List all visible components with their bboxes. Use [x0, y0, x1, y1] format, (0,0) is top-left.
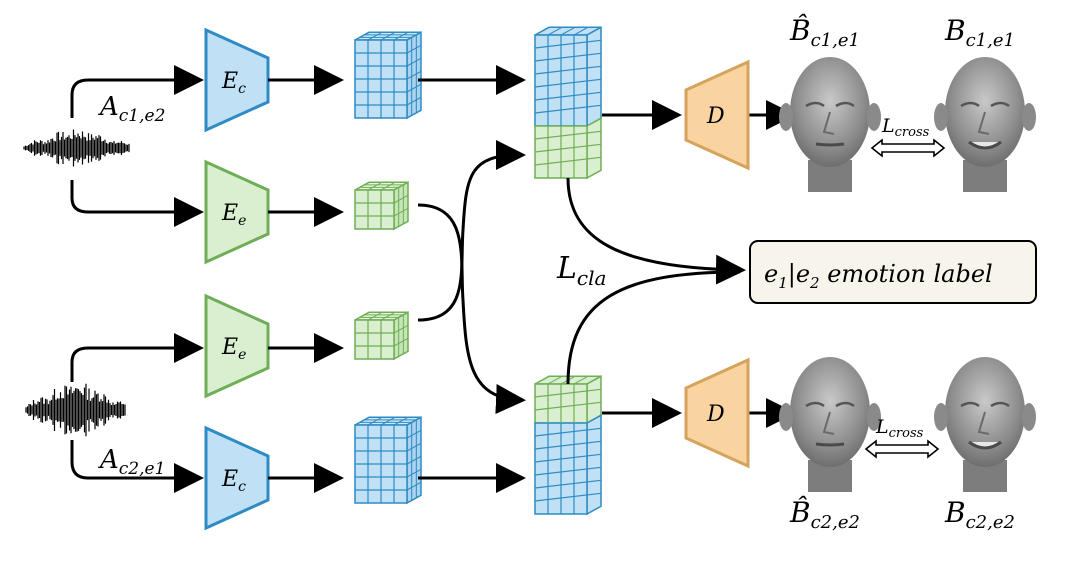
- face-top-ground-truth: [934, 57, 1036, 192]
- svg-text:Ee: Ee: [221, 201, 246, 229]
- svg-text:e1|e2 emotion label: e1|e2 emotion label: [764, 260, 993, 292]
- emotion-feature-top: [354, 181, 409, 231]
- content-feature-top: [354, 31, 422, 120]
- bottom-pred-label: B̂c2,e2: [789, 496, 860, 533]
- face-top-predicted: [779, 57, 881, 192]
- audio-arrows: [70, 65, 204, 493]
- loss-cross-top: Lcross: [870, 115, 946, 158]
- svg-text:Lcross: Lcross: [875, 416, 924, 441]
- decoder-bottom: D: [684, 357, 750, 469]
- emotion-encoder-bottom: Ee: [204, 293, 270, 399]
- top-audio-label: Ac1,e2: [98, 92, 165, 126]
- emotion-label-box: e1|e2 emotion label: [749, 240, 1037, 304]
- svg-text:Ec: Ec: [221, 467, 246, 495]
- loss-cla-label: Lcla: [556, 251, 606, 290]
- merged-feature-bottom: [534, 375, 602, 516]
- emotion-encoder-top: Ee: [204, 159, 270, 265]
- svg-text:Lcross: Lcross: [881, 115, 930, 140]
- svg-text:Ec: Ec: [221, 69, 246, 97]
- svg-text:D: D: [706, 104, 725, 129]
- content-encoder-bottom: Ec: [204, 425, 270, 531]
- classification-arrows: [566, 177, 746, 385]
- merge-arrows: [417, 65, 526, 493]
- face-renders: [779, 57, 1036, 492]
- feature-grids: [354, 26, 602, 516]
- svg-text:D: D: [706, 402, 725, 427]
- bottom-audio-waveform: [25, 383, 126, 437]
- content-feature-bottom: [354, 416, 422, 505]
- face-bottom-ground-truth: [934, 357, 1036, 492]
- loss-cross-bottom: Lcross: [864, 416, 940, 459]
- merged-feature-top: [534, 26, 602, 180]
- top-pred-label: B̂c1,e1: [789, 14, 860, 51]
- decoder-arrows: [602, 100, 796, 428]
- content-encoder-top: Ec: [204, 27, 270, 133]
- decoder-top: D: [684, 59, 750, 171]
- top-gt-label: Bc1,e1: [944, 14, 1015, 51]
- emotion-feature-bottom: [354, 311, 409, 361]
- svg-text:Ee: Ee: [221, 335, 246, 363]
- face-bottom-predicted: [779, 357, 881, 492]
- encoder-feature-arrows: [268, 65, 344, 493]
- bottom-audio-label: Ac2,e1: [98, 445, 165, 479]
- bottom-gt-label: Bc2,e2: [944, 496, 1015, 533]
- top-audio-waveform: [23, 129, 130, 167]
